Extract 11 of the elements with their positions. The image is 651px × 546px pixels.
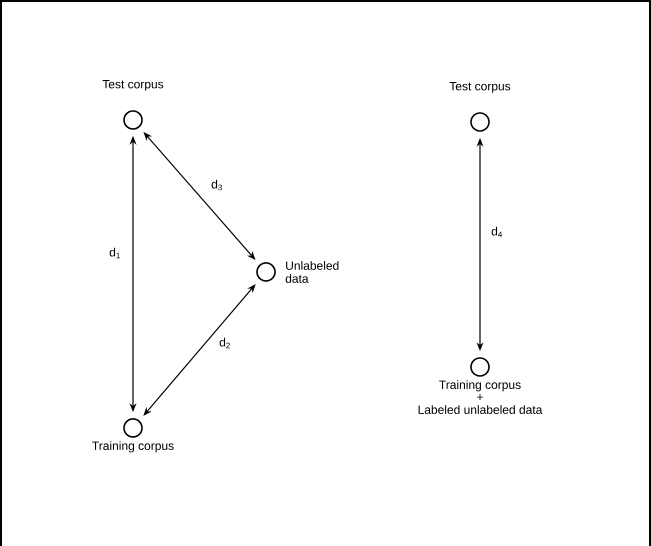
node-label: Test corpus	[102, 80, 164, 91]
edge-label: d$_{2}$	[218, 336, 232, 350]
node-label: Training corpus	[439, 380, 521, 392]
edge-label: d$_{3}$	[210, 178, 224, 192]
node-label: +	[477, 394, 483, 400]
node-label: Training corpus	[92, 441, 174, 452]
node-label: Unlabeled data	[286, 261, 338, 283]
edge-label: d$_{4}$	[490, 226, 504, 238]
edge-label: d$_{1}$	[108, 246, 122, 260]
node-label: Test corpus	[450, 82, 510, 93]
node-label: Labeled unlabeled data	[418, 405, 542, 414]
